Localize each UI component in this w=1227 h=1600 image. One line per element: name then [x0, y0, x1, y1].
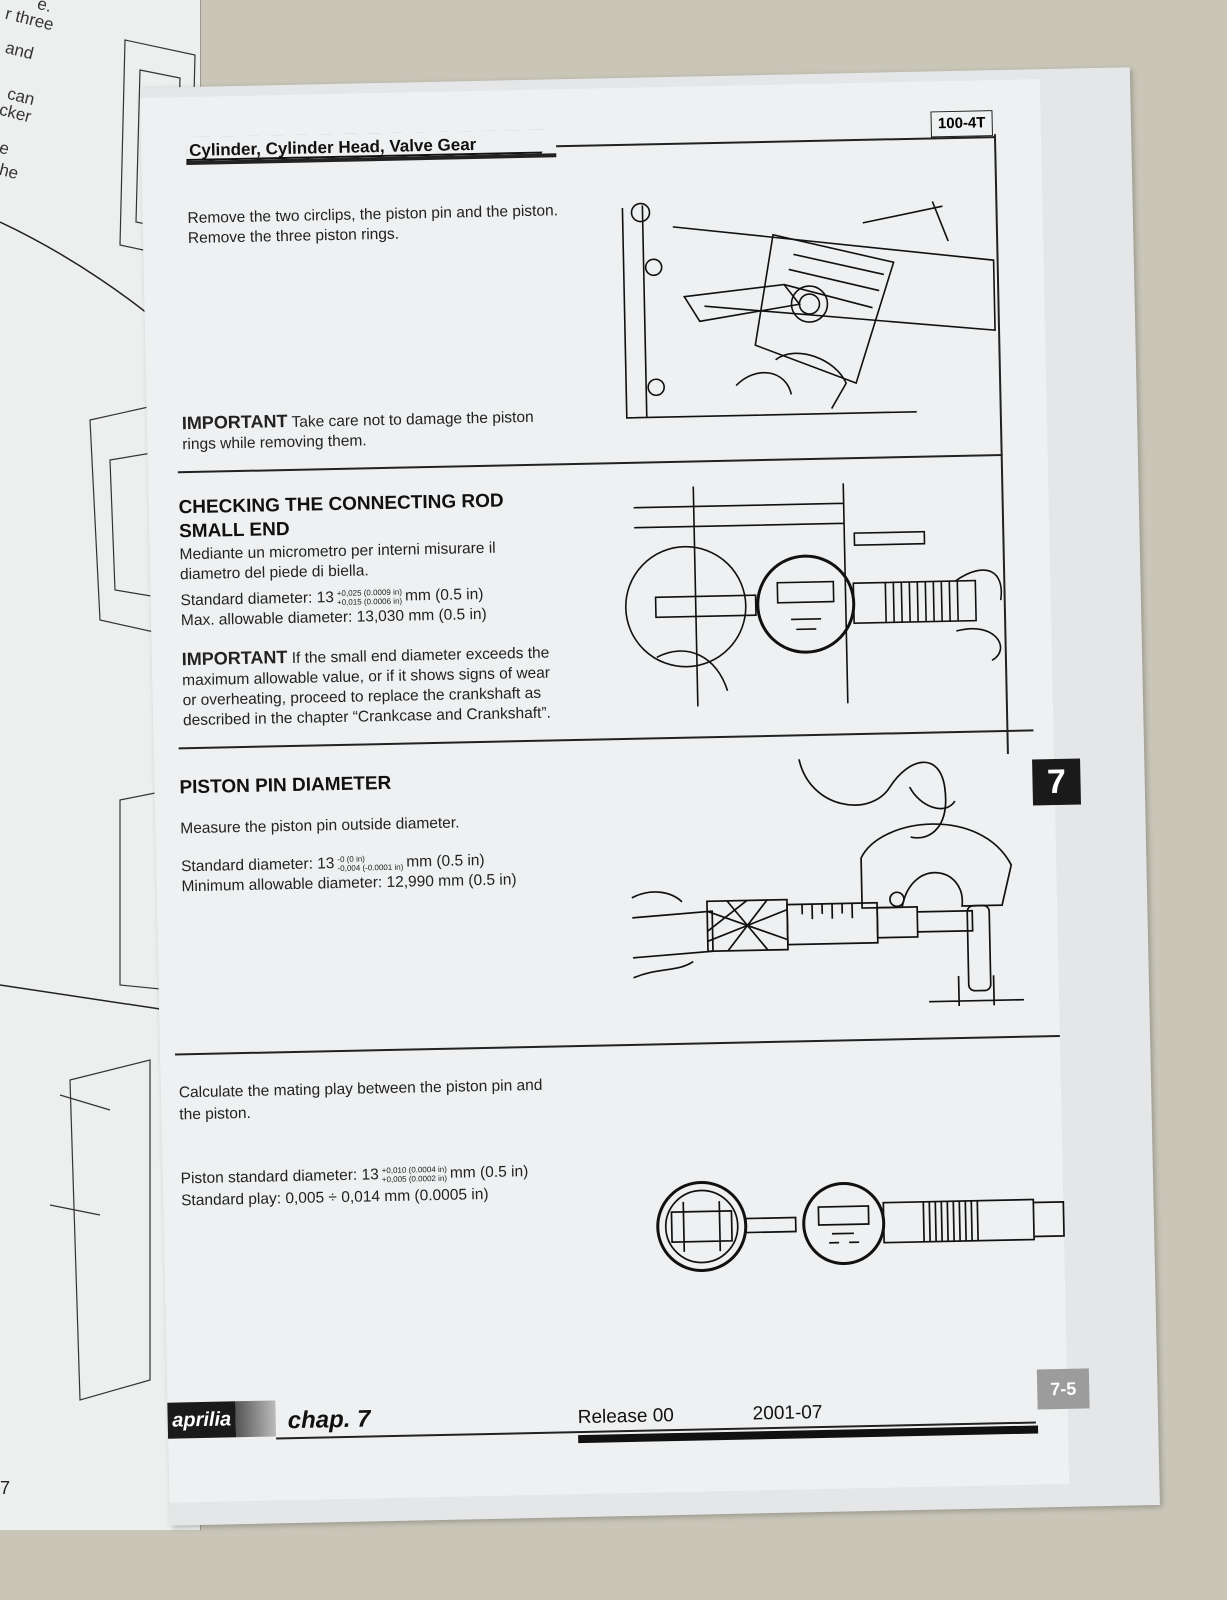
section-divider	[177, 454, 1003, 473]
header-rule	[556, 136, 997, 147]
section-divider	[175, 1034, 1060, 1055]
footer-release: Release 00	[577, 1405, 675, 1429]
section4-text: Calculate the mating play between the pi…	[178, 1076, 543, 1102]
piston-bore-gauge-figure	[653, 1164, 1075, 1283]
footer-date: 2001-07	[752, 1401, 823, 1425]
standard-label: Standard diameter: 13	[180, 589, 335, 610]
section-divider	[178, 729, 1034, 749]
standard-unit: mm (0.5 in)	[404, 585, 484, 605]
important-text: Take care not to damage the piston	[291, 408, 534, 431]
tolerance-lower: +0,005 (0.0002 in)	[381, 1173, 448, 1185]
section4-text: the piston.	[179, 1104, 251, 1124]
tolerance-lower: -0,004 (-0.0001 in)	[337, 862, 404, 873]
section1-line: Remove the three piston rings.	[187, 225, 400, 248]
footer-bar	[578, 1425, 1039, 1444]
section3-title: PISTON PIN DIAMETER	[179, 772, 392, 799]
chapter-tab: 7	[1032, 758, 1082, 806]
footer-chapter: chap. 7	[287, 1405, 371, 1435]
piston-unit: mm (0.5 in)	[449, 1163, 529, 1182]
piston-label: Piston standard diameter: 13	[180, 1166, 379, 1188]
section2-text: diametro del piede di biella.	[179, 562, 369, 584]
manual-page: Cylinder, Cylinder Head, Valve Gear 100-…	[140, 79, 1090, 1503]
micrometer-figure	[609, 745, 1035, 1024]
important-label: IMPORTANT	[181, 647, 288, 670]
standard-unit: mm (0.5 in)	[406, 851, 485, 871]
bore-gauge-figure	[613, 470, 1013, 718]
brand-logo: aprilia	[167, 1401, 237, 1439]
section1-important-cont: rings while removing them.	[182, 432, 367, 454]
section2-title-line2: SMALL END	[178, 518, 290, 543]
section3-text: Measure the piston pin outside diameter.	[180, 814, 460, 838]
brand-logo-stripes	[235, 1400, 277, 1438]
important-label: IMPORTANT	[181, 410, 288, 434]
standard-label: Standard diameter: 13	[180, 855, 335, 876]
tolerance-lower: +0,015 (0.0006 in)	[336, 596, 403, 607]
section4-play: Standard play: 0,005 ÷ 0,014 mm (0.0005 …	[180, 1185, 489, 1210]
section2-title-line1: CHECKING THE CONNECTING ROD	[178, 490, 504, 519]
model-code-box: 100-4T	[930, 110, 993, 138]
footer-page-box: 7-5	[1036, 1368, 1090, 1410]
left-page-number: 7	[0, 1478, 11, 1498]
piston-removal-figure	[612, 180, 1007, 428]
